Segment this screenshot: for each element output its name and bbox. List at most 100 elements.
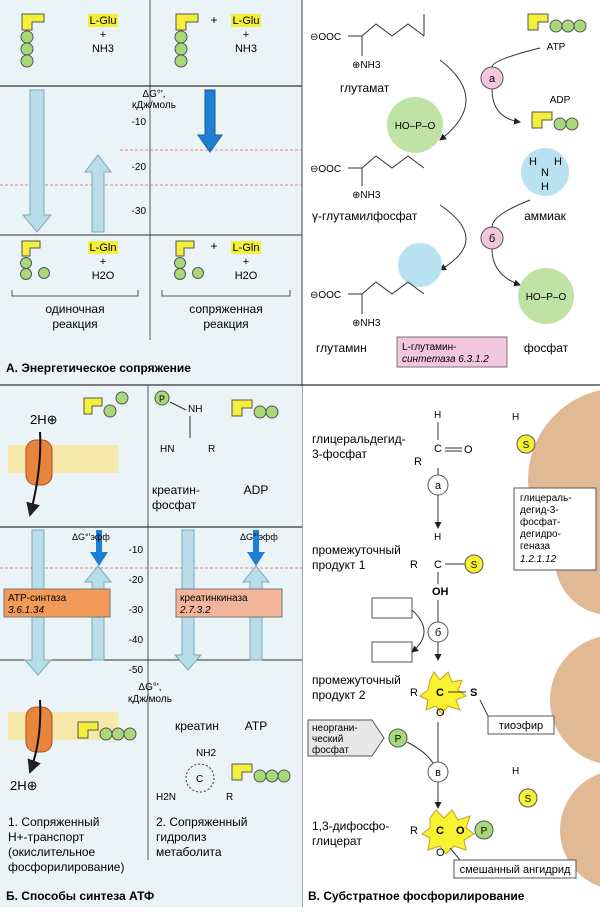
label-single-reaction-1: одиночная	[45, 302, 104, 316]
label-coupled-reaction-1: сопряженная	[189, 302, 262, 316]
bpg-label-2: глицерат	[312, 834, 362, 848]
panel-a-title: A. Энергетическое сопряжение	[6, 361, 191, 375]
bpg-label-1: 1,3-дифосфо-	[312, 819, 389, 833]
ammonia-atom-h: H	[554, 156, 562, 168]
energy-arrow-down-large	[21, 89, 53, 233]
axis-tick: -10	[132, 117, 147, 128]
g3p-label-1: глицеральдегид-	[312, 432, 406, 446]
reactant-right-1: L-Glu	[233, 15, 260, 27]
glutamylphosphate-label: γ-глутамилфосфат	[312, 209, 418, 223]
enzyme-name-1: L-глутамин-	[402, 342, 457, 353]
energy-arrow-eff	[90, 530, 108, 566]
phosphate-label: фосфат	[524, 341, 569, 355]
thiol-sulfur	[518, 788, 538, 808]
coo-minus: ⊖OOC	[310, 290, 341, 301]
panel-b-title: Б. Способы синтеза АТФ	[6, 889, 154, 903]
phosphate-letter: P	[481, 826, 488, 837]
atom-s: S	[523, 440, 530, 451]
caption-1-line-3: (окислительное	[8, 845, 96, 859]
caption-2-line-2: гидролиз	[156, 830, 207, 844]
proton-flow-arrow	[27, 699, 42, 774]
atom-r: R	[414, 456, 422, 468]
atom-r: R	[226, 792, 233, 803]
enzyme-label-box	[513, 487, 597, 571]
atom-o: O	[464, 444, 473, 456]
bond	[169, 401, 187, 411]
glutamylphosphate-skeleton	[348, 155, 425, 169]
coo-minus: ⊖OOC	[310, 164, 341, 175]
axis-tick: -50	[129, 665, 144, 676]
enzyme-protein	[560, 773, 600, 887]
atom-c: C	[436, 687, 444, 699]
intermediate-2-label-2: продукт 2	[312, 688, 366, 702]
energy-arrow-up	[83, 154, 113, 233]
step-b-label: б	[435, 627, 441, 639]
atom-h: H	[434, 532, 441, 543]
atp-icon	[231, 763, 291, 783]
ammonia-label: аммиак	[524, 209, 567, 223]
plus-sign: +	[210, 13, 217, 27]
adp-icon	[531, 111, 579, 131]
inorganic-phosphate-2: ческий	[312, 734, 343, 745]
product-right-1: L-Gln	[233, 242, 260, 254]
arrow	[491, 248, 521, 287]
adp-icon	[231, 399, 279, 419]
step-c-label: в	[435, 767, 441, 779]
glu-highlight	[231, 14, 261, 27]
caption-1-line-4: фосфорилирование)	[8, 860, 124, 874]
step-c-marker	[427, 761, 449, 783]
step-a-label: а	[435, 480, 442, 492]
creatine-phosphate-label-2: фосфат	[152, 498, 197, 512]
axis-tick: -20	[132, 162, 147, 173]
caption-2-line-1: 2. Сопряженный	[156, 815, 248, 829]
phosphate-circle	[474, 820, 494, 840]
glutamine-skeleton	[348, 281, 425, 295]
atp-icon	[174, 13, 199, 68]
creatine-kinase-ec: 2.7.3.2	[179, 605, 211, 616]
atom-s: S	[471, 560, 478, 571]
step-b-marker	[427, 621, 449, 643]
intermediate-1-label-2: продукт 1	[312, 558, 366, 572]
energy-arrow-eff	[247, 530, 265, 566]
coo-minus: ⊖OOC	[310, 32, 341, 43]
arrow	[491, 199, 531, 228]
resonance-circle	[185, 763, 215, 793]
product-right-2: +	[243, 256, 249, 268]
axis-tick: -20	[129, 575, 144, 586]
caption-2-line-3: метаболита	[156, 845, 222, 859]
atom-o: O	[436, 847, 445, 859]
label-single-reaction-2: реакция	[52, 317, 97, 331]
thioester-label-box	[487, 715, 555, 735]
axis-label-unit: кДж/моль	[128, 694, 172, 705]
atp-synthase-ec: 3.6.1.34	[8, 605, 45, 616]
label-coupled-reaction-2: реакция	[203, 317, 248, 331]
atom-c: C	[436, 825, 444, 837]
caption-1-line-2: H+-транспорт	[8, 830, 85, 844]
atom-c: C	[434, 443, 442, 455]
reactant-right-2: +	[243, 29, 249, 41]
bracket-coupled	[161, 290, 291, 297]
axis-tick: -30	[132, 206, 147, 217]
ammonia-highlight	[521, 148, 569, 196]
enzyme-protein	[550, 636, 600, 764]
axis-label-delta-g: ΔG°',	[138, 682, 161, 693]
product-left-1: L-Gln	[90, 242, 117, 254]
reactant-left-2: +	[100, 29, 106, 41]
anhydride-label-box	[453, 859, 577, 879]
thiol-sulfur	[464, 554, 484, 574]
enzyme-name-2: синтетаза 6.3.1.2	[402, 354, 489, 365]
glu-highlight	[88, 14, 118, 27]
atom-c: C	[434, 559, 442, 571]
axis-tick: -40	[129, 635, 144, 646]
thioester-highlight	[419, 671, 468, 715]
reactant-right-3: NH3	[235, 43, 257, 55]
callout-line	[449, 847, 461, 861]
nad-reduced-icon	[371, 641, 413, 663]
product-left-2: +	[100, 256, 106, 268]
atp-synthase-box	[3, 588, 111, 618]
delta-g-eff: ΔG°'эфф	[240, 532, 278, 542]
step-b-label: б	[489, 233, 495, 245]
energy-arrow-down-coupled	[197, 89, 223, 153]
